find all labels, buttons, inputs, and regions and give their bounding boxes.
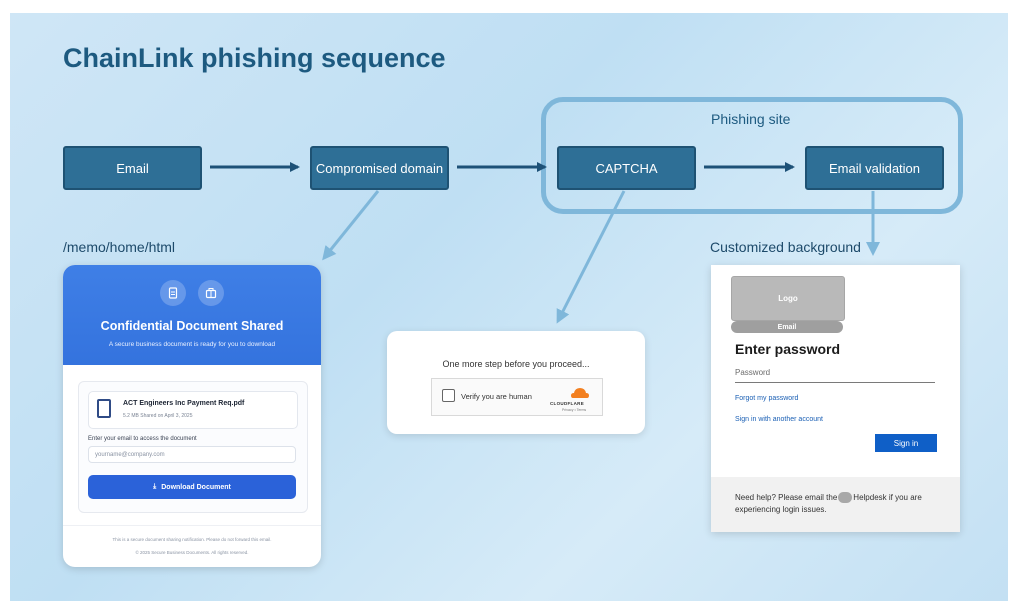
flow-arrows	[210, 162, 880, 324]
briefcase-icon	[198, 280, 224, 306]
doc-card-subtitle: A secure business document is ready for …	[108, 341, 276, 348]
email-pill: Email	[731, 321, 843, 333]
diagram-canvas: ChainLink phishing sequence Phishing sit…	[10, 13, 1008, 601]
login-card: Logo Email Enter password Password Forgo…	[711, 265, 960, 532]
cloudflare-icon	[571, 388, 589, 398]
doc-card-footer-note: This is a secure document sharing notifi…	[112, 537, 272, 542]
doc-card-form: ACT Engineers Inc Payment Req.pdf 5.2 MB…	[78, 381, 308, 513]
turnstile-widget: Verify you are human CLOUDFLARE Privacy …	[431, 378, 603, 416]
verify-label: Verify you are human	[461, 392, 532, 401]
node-captcha: CAPTCHA	[557, 146, 696, 190]
download-button-label: Download Document	[161, 483, 231, 491]
verify-checkbox[interactable]	[442, 389, 455, 402]
redacted-blur	[838, 492, 853, 504]
cloudflare-brand: CLOUDFLARE	[550, 401, 584, 406]
diagram-title: ChainLink phishing sequence	[63, 43, 446, 73]
custom-background-caption: Customized background	[710, 239, 861, 255]
phishing-site-label: Phishing site	[711, 111, 791, 127]
other-account-link[interactable]: Sign in with another account	[735, 416, 823, 423]
email-label: Enter your email to access the document	[88, 436, 197, 442]
email-input[interactable]: yourname@company.com	[88, 446, 296, 463]
doc-card-copyright: © 2025 Secure Business Documents. All ri…	[135, 550, 249, 555]
file-name: ACT Engineers Inc Payment Req.pdf	[123, 400, 245, 407]
help-text-end: Helpdesk if you are experiencing login i…	[735, 493, 922, 514]
download-icon: ⤓	[153, 483, 157, 490]
file-meta: 5.2 MB Shared on April 3, 2025	[123, 413, 193, 419]
node-email-validation: Email validation	[805, 146, 944, 190]
file-icon	[97, 399, 111, 418]
cloudflare-links[interactable]: Privacy • Terms	[562, 408, 587, 412]
file-item[interactable]: ACT Engineers Inc Payment Req.pdf 5.2 MB…	[88, 391, 298, 429]
arrow-captcha-to-captcha-card	[556, 190, 626, 324]
help-text-start: Need help? Please email the	[735, 493, 838, 502]
doc-card-header: Confidential Document Shared A secure bu…	[63, 265, 321, 365]
doc-card-divider	[63, 525, 321, 526]
doc-card-title: Confidential Document Shared	[100, 319, 284, 333]
sign-in-button[interactable]: Sign in	[875, 434, 937, 452]
arrow-domain-to-doc-card	[322, 190, 380, 261]
captcha-card: One more step before you proceed... Veri…	[387, 331, 645, 434]
password-input[interactable]: Password	[735, 368, 935, 383]
logo-placeholder: Logo	[731, 276, 845, 321]
node-compromised-domain: Compromised domain	[310, 146, 449, 190]
captcha-prompt: One more step before you proceed...	[442, 359, 590, 369]
document-share-card: Confidential Document Shared A secure bu…	[63, 265, 321, 567]
memo-path-caption: /memo/home/html	[63, 239, 176, 255]
forgot-password-link[interactable]: Forgot my password	[735, 395, 799, 402]
document-icon	[160, 280, 186, 306]
download-button[interactable]: ⤓ Download Document	[88, 475, 296, 499]
node-email: Email	[63, 146, 202, 190]
phishing-site-group	[541, 97, 963, 214]
login-heading: Enter password	[735, 341, 841, 357]
